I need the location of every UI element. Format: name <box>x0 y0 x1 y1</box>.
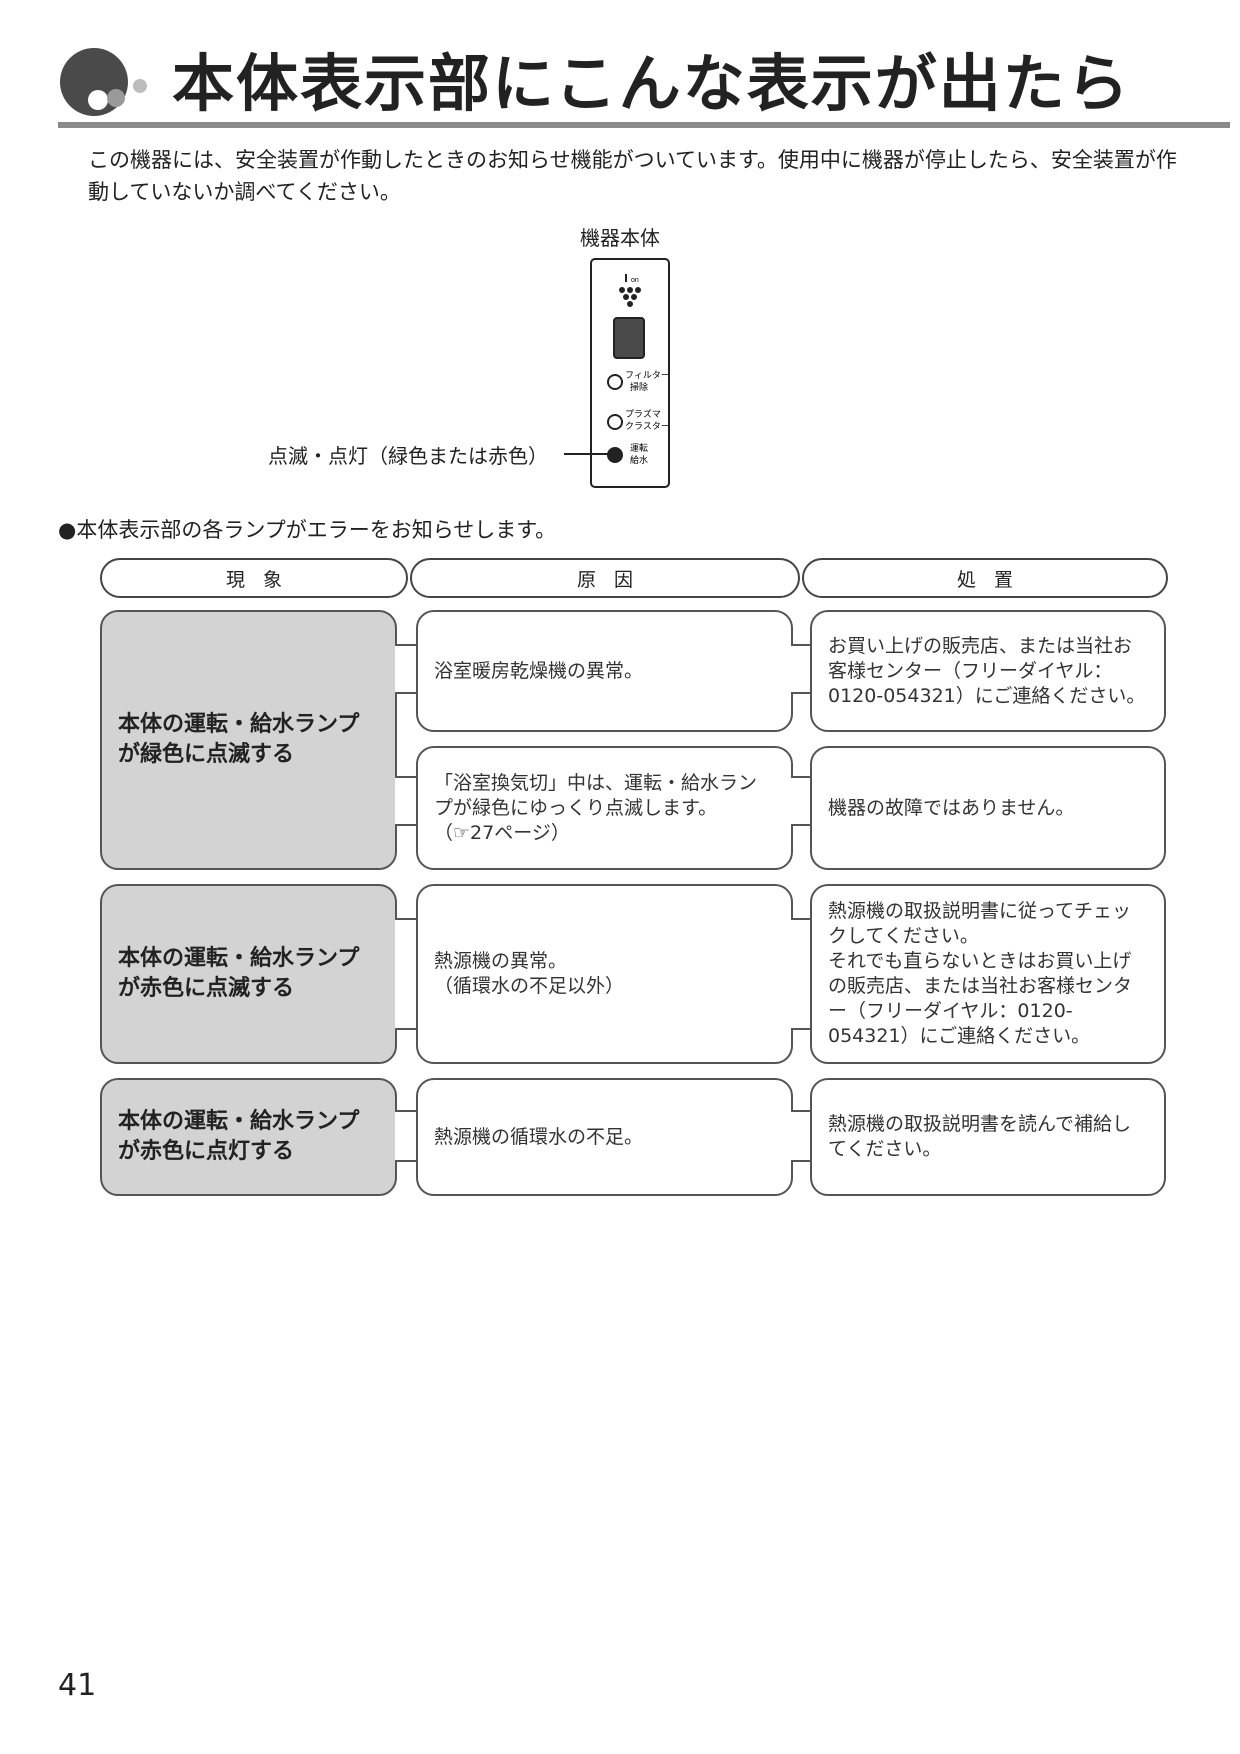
cause-cell: 浴室暖房乾燥機の異常。 <box>416 610 793 732</box>
lamp-callout: 点滅・点灯（緑色または赤色） <box>268 444 548 468</box>
callout-leader-line <box>564 453 614 455</box>
cause-cell: 熱源機の循環水の不足。 <box>416 1078 793 1196</box>
phenomenon-cell: 本体の運転・給水ランプが赤色に点灯する <box>100 1078 397 1196</box>
device-caption: 機器本体 <box>580 226 660 250</box>
operation-label-1: 運転 <box>630 443 648 453</box>
row-connector <box>791 644 812 694</box>
device-panel: on フィルター 掃除 プラズマ クラスター 運転 給水 <box>590 258 670 488</box>
title-bar: 本体表示部にこんな表示が出たら <box>58 40 1230 130</box>
remedy-cell: 機器の故障ではありません。 <box>810 746 1166 870</box>
remedy-cell: お買い上げの販売店、または当社お客様センター（フリーダイヤル：0120-0543… <box>810 610 1166 732</box>
header-cause: 原因 <box>410 558 800 598</box>
title-bullet-icon <box>60 48 147 116</box>
phenomenon-cell: 本体の運転・給水ランプが赤色に点滅する <box>100 884 397 1064</box>
plasma-label-1: プラズマ <box>625 408 661 419</box>
remedy-cell: 熱源機の取扱説明書を読んで補給してください。 <box>810 1078 1166 1196</box>
power-label: on <box>631 277 639 284</box>
filter-label-2: 掃除 <box>630 381 648 392</box>
device-panel-drawing: on フィルター 掃除 プラズマ クラスター 運転 給水 <box>607 274 670 465</box>
display-window <box>613 317 645 359</box>
filter-label-1: フィルター <box>625 370 668 380</box>
remedy-cell: 熱源機の取扱説明書に従ってチェックしてください。それでも直らないときはお買い上げ… <box>810 884 1166 1064</box>
plasma-icon <box>619 287 641 307</box>
phenomenon-cell: 本体の運転・給水ランプが緑色に点滅する <box>100 610 397 870</box>
row-connector <box>395 1110 418 1162</box>
row-connector <box>791 1110 812 1162</box>
cause-cell: 熱源機の異常。（循環水の不足以外） <box>416 884 793 1064</box>
page-title: 本体表示部にこんな表示が出たら <box>172 47 1131 120</box>
operation-lamp-icon <box>607 447 623 463</box>
cause-cell: 「浴室換気切」中は、運転・給水ランプが緑色にゆっくり点滅します。（☞27ページ） <box>416 746 793 870</box>
table-subheading: ●本体表示部の各ランプがエラーをお知らせします。 <box>58 518 557 542</box>
plasma-lamp-icon <box>607 414 623 430</box>
plasma-label-2: クラスター <box>625 421 668 431</box>
filter-lamp-icon <box>607 374 623 390</box>
header-phenomenon: 現象 <box>100 558 408 598</box>
intro-text: この機器には、安全装置が作動したときのお知らせ機能がついています。使用中に機器が… <box>88 148 1177 204</box>
row-connector <box>395 918 418 1030</box>
title-rule <box>58 122 1230 128</box>
page-number: 41 <box>58 1668 97 1703</box>
row-connector <box>791 918 812 1030</box>
operation-label-2: 給水 <box>630 454 648 465</box>
row-connector <box>395 644 418 694</box>
row-connector <box>791 776 812 826</box>
header-remedy: 処置 <box>802 558 1168 598</box>
row-connector <box>395 776 418 826</box>
